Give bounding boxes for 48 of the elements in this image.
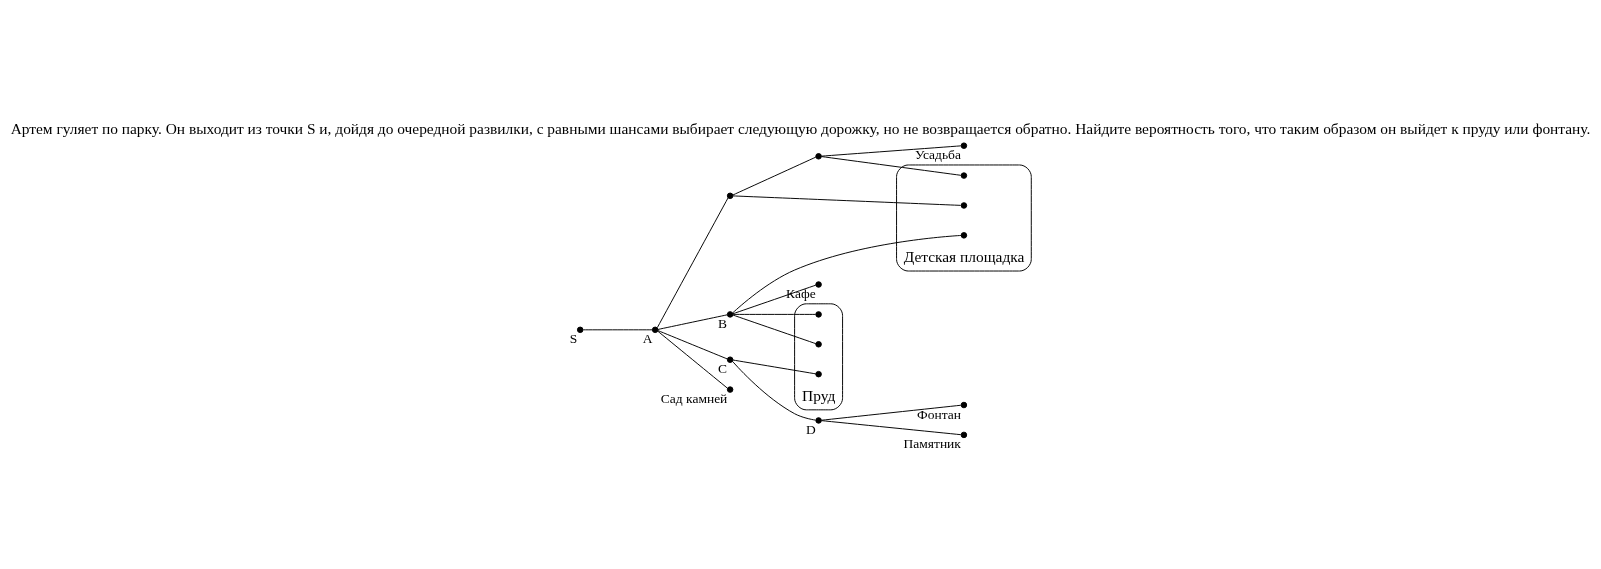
- node-circle: [815, 152, 822, 160]
- connector: [732, 314, 817, 344]
- connector: [657, 330, 728, 389]
- connector: [732, 234, 962, 313]
- connector: [732, 156, 817, 195]
- cluster: Детская площадка: [896, 164, 1032, 271]
- node-circle: [726, 310, 734, 318]
- node-circle: [815, 310, 822, 318]
- node-label: A: [642, 330, 653, 346]
- node-circle: [960, 231, 968, 239]
- connector: [732, 313, 817, 315]
- node-label: S: [569, 330, 578, 346]
- node-circle: [815, 416, 822, 424]
- node-circle: [960, 401, 968, 408]
- node-circle: [815, 340, 822, 348]
- connector: [821, 404, 962, 421]
- connector: [821, 155, 962, 176]
- node-circle: [726, 385, 734, 393]
- connector: [732, 194, 962, 206]
- connector: [657, 313, 728, 330]
- connector: [732, 284, 817, 314]
- node-label: Сад камней: [660, 390, 728, 406]
- connector: [821, 419, 962, 435]
- node-label: Кафе: [786, 285, 816, 301]
- connector: [732, 359, 817, 374]
- node-circle: [726, 355, 734, 363]
- node-circle: [726, 192, 734, 199]
- connector: [657, 329, 728, 359]
- node-circle: [960, 141, 968, 149]
- node-label: Фонтан: [917, 406, 961, 422]
- diagram-title: Артем гуляет по парку. Он выходит из точки S и, дойдя до очередной развилки, с равными шансами выбирает следующую дорожку, но не возвращается обратно. Найдите вероятность того, что таким образом он выйдет к пруду или фонтану.: [10, 119, 1591, 137]
- node-label: Усадьба: [915, 146, 961, 162]
- node-circle: [960, 201, 968, 209]
- cluster: Пруд: [794, 302, 844, 410]
- connector: [656, 196, 729, 328]
- node-label: Памятник: [903, 435, 961, 451]
- node-circle: [960, 171, 968, 179]
- connector: [821, 144, 962, 157]
- node-label: C: [718, 360, 728, 376]
- node-label: D: [806, 421, 816, 437]
- connector: [582, 328, 653, 330]
- node-circle: [651, 326, 659, 333]
- node-circle: [960, 431, 968, 438]
- node-circle: [815, 280, 822, 288]
- node-circle: [815, 370, 822, 377]
- connector: [732, 360, 816, 421]
- node-label: B: [718, 315, 728, 331]
- node-circle: [576, 326, 584, 333]
